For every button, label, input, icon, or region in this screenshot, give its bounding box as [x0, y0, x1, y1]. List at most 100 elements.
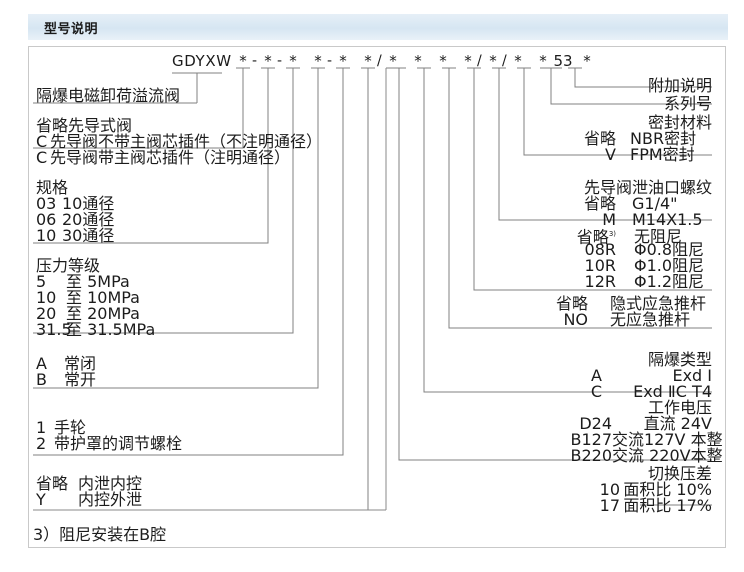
section-header: 型号说明 — [28, 14, 728, 40]
row-value: 至 5MPa — [66, 272, 130, 291]
row-label: 附加说明 — [647, 76, 712, 95]
code-separator: / — [377, 53, 382, 69]
row-value: 内泄内控 — [78, 474, 143, 493]
list-item: 省略 NBR密封 — [500, 131, 712, 147]
row-key: 省略3) — [542, 226, 616, 245]
code-token: * — [289, 52, 297, 70]
row-value: 20通径 — [62, 210, 115, 229]
code-separator: / — [502, 53, 507, 69]
row-value: 带护罩的调节螺栓 — [54, 434, 183, 453]
code-token: * — [339, 52, 347, 70]
row-value: 面积比 10% — [623, 480, 712, 499]
row-value: 无阻尼 — [634, 227, 683, 247]
row-key-text: 省略 — [576, 227, 609, 247]
row-value: 面积比 17% — [623, 496, 712, 515]
list-item: 省略先导式阀 — [36, 118, 322, 134]
row-key: 31.5 — [36, 320, 72, 339]
code-separator: / — [477, 53, 482, 69]
row-key: D24 — [579, 414, 612, 433]
row-value: Exd Ⅰ — [672, 366, 712, 385]
row-value: Φ1.0阻尼 — [634, 256, 705, 275]
row-key: V — [605, 145, 616, 164]
row-key: 省略 — [36, 116, 69, 135]
row-value: NBR密封 — [630, 129, 697, 148]
group-title: 工作电压 — [647, 398, 712, 417]
row-key: 10 — [36, 226, 57, 245]
row-key: 省略 — [583, 129, 616, 148]
row-key: 省略 — [36, 474, 69, 493]
group-product-name: 隔爆电磁卸荷溢流阀 — [36, 88, 180, 104]
code-token: * — [464, 52, 472, 70]
row-key: 省略 — [583, 194, 616, 213]
list-item: 省略内泄内控 — [36, 476, 142, 492]
group-title: 先导阀泄油口螺纹 — [583, 178, 712, 197]
row-key: B127 — [570, 430, 612, 449]
row-key: Y — [36, 490, 46, 509]
row-value: Φ0.8阻尼 — [634, 240, 705, 259]
row-key: B220 — [570, 446, 612, 465]
list-item: B127交流127V 本整 — [490, 430, 723, 449]
model-code-prefix: GDYXW — [172, 52, 232, 70]
row-value: 至 31.5MPa — [66, 320, 156, 339]
row-value: 内控外泄 — [78, 490, 143, 509]
group-title: 隔爆类型 — [647, 350, 712, 369]
row-value: 交流127V 本整 — [612, 430, 723, 449]
row-key: 省略 — [555, 294, 588, 313]
row-value: 先导式阀 — [68, 116, 133, 135]
row-key: A — [36, 354, 47, 373]
row-value: 无应急推杆 — [610, 310, 691, 329]
row-key: B — [36, 370, 47, 389]
row-key: 10 — [36, 288, 57, 307]
list-item: B220交流 220V本整 — [490, 446, 723, 465]
row-key: NO — [563, 310, 588, 329]
row-value: 交流 220V本整 — [612, 446, 723, 465]
row-key: 12R — [584, 272, 616, 291]
row-value: 先导阀带主阀芯插件（注明通径） — [50, 148, 291, 167]
footnote-marker: 3) — [608, 230, 616, 238]
code-token: * — [514, 52, 522, 70]
code-token: * — [489, 52, 497, 70]
list-item: 省略3) 无阻尼 — [500, 226, 712, 247]
list-item: 31.5至 31.5MPa — [36, 322, 155, 338]
list-item: Y 内控外泄 — [36, 492, 142, 508]
code-separator: - — [327, 53, 333, 69]
row-key: 10R — [584, 256, 616, 275]
list-item: 省略隐式应急推杆 — [490, 296, 712, 312]
row-value: 至 10MPa — [66, 288, 140, 307]
row-key: 06 — [36, 210, 57, 229]
group-drain-control: 省略内泄内控 Y 内控外泄 — [36, 476, 142, 508]
row-key: 08R — [584, 240, 616, 259]
row-value: 至 20MPa — [66, 304, 140, 323]
row-key: 10 — [599, 480, 620, 499]
row-label: 隔爆电磁卸荷溢流阀 — [36, 86, 181, 105]
page-title: 型号说明 — [44, 21, 99, 37]
row-label: 系列号 — [663, 94, 712, 113]
code-token: 53 — [553, 52, 573, 70]
row-key: 03 — [36, 194, 57, 213]
code-token: * — [414, 52, 422, 70]
list-item: NO 无应急推杆 — [490, 312, 712, 328]
group-title: 切换压差 — [647, 464, 712, 483]
code-token: * — [314, 52, 322, 70]
